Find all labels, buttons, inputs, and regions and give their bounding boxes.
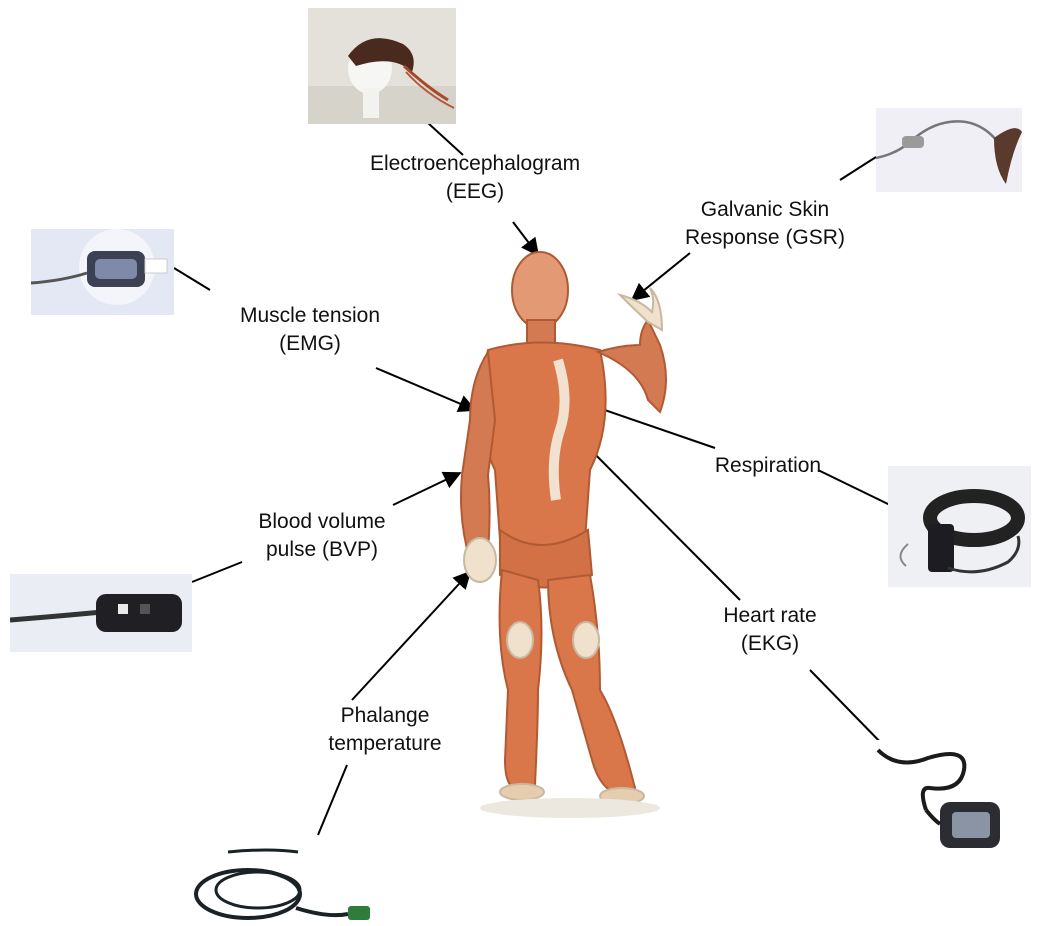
emg-label: Muscle tension (EMG) <box>200 302 420 358</box>
figure-arm-left <box>598 320 666 412</box>
eeg-cap-photo <box>308 8 456 124</box>
temperature-label: Phalange temperature <box>300 702 470 758</box>
figure-hand-left <box>620 288 662 330</box>
gsr-label: Galvanic Skin Response (GSR) <box>665 196 865 252</box>
gsr-label-line2: Response (GSR) <box>665 224 865 252</box>
eeg-label-line1: Electroencephalogram <box>340 150 610 178</box>
gsr-sensor-photo <box>876 108 1022 192</box>
temperature-label-line2: temperature <box>300 730 470 758</box>
bvp-sensor-photo <box>10 574 192 652</box>
figure-knee-right <box>507 622 533 658</box>
figure-knee-left <box>573 622 599 658</box>
bvp-label-line1: Blood volume <box>222 508 422 536</box>
eeg-label-line2: (EEG) <box>340 178 610 206</box>
gsr-label-line1: Galvanic Skin <box>665 196 865 224</box>
emg-label-line1: Muscle tension <box>200 302 420 330</box>
ekg-label-line2: (EKG) <box>700 630 840 658</box>
figure-leg-right <box>500 570 542 790</box>
bvp-label: Blood volume pulse (BVP) <box>222 508 422 564</box>
figure-foot-right <box>500 784 544 800</box>
figure-leg-left <box>548 575 635 795</box>
emg-label-line2: (EMG) <box>200 330 420 358</box>
figure-torso <box>480 343 605 551</box>
temperature-probe-photo <box>188 838 388 926</box>
ekg-sensor-photo <box>868 740 1008 858</box>
figure-head <box>512 252 568 328</box>
temperature-label-line1: Phalange <box>300 702 470 730</box>
respiration-label-line1: Respiration <box>688 452 848 480</box>
eeg-label: Electroencephalogram (EEG) <box>340 150 610 206</box>
figure-hand-right <box>464 538 496 582</box>
emg-sensor-photo <box>31 229 174 315</box>
bvp-label-line2: pulse (BVP) <box>222 536 422 564</box>
ekg-label-line1: Heart rate <box>700 602 840 630</box>
respiration-belt-photo <box>888 466 1031 587</box>
respiration-label: Respiration <box>688 452 848 480</box>
ekg-label: Heart rate (EKG) <box>700 602 840 658</box>
figure-shadow <box>480 798 660 818</box>
